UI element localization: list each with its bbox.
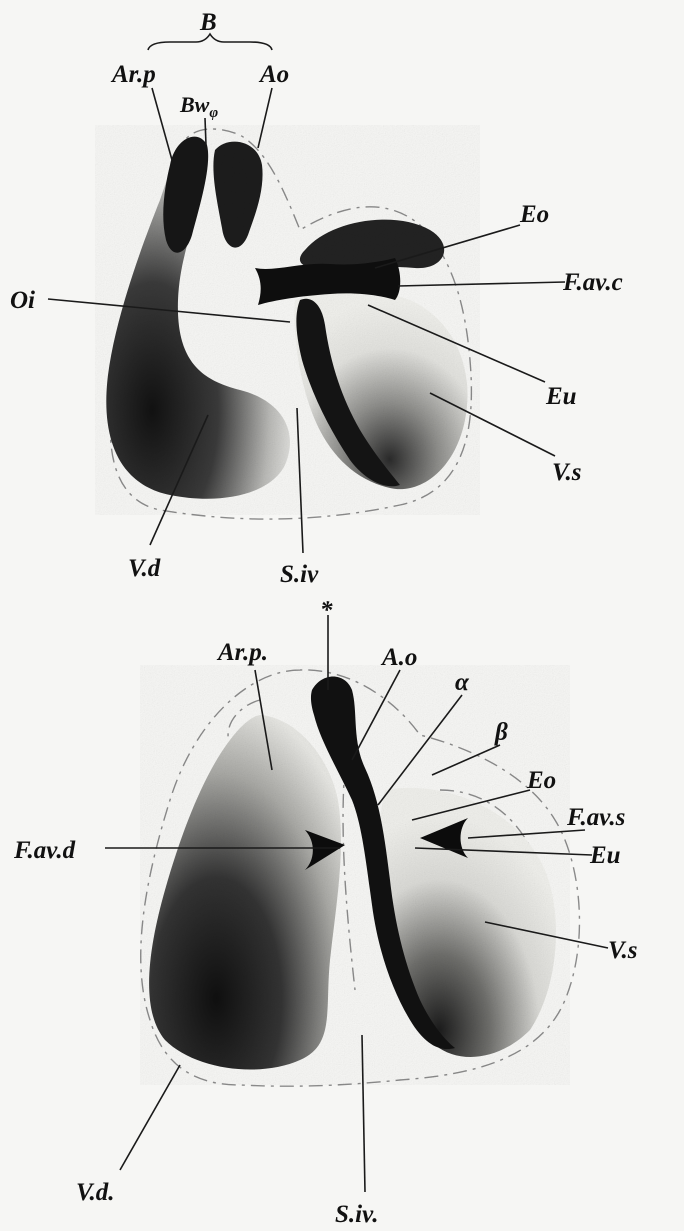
label-bottom-ar-p: Ar.p. bbox=[216, 639, 268, 666]
label-top-ao: Ao bbox=[258, 61, 289, 88]
label-bottom-fav-d: F.av.d bbox=[13, 837, 76, 864]
label-top-eu: Eu bbox=[545, 383, 577, 410]
top-figure: B Ar.p Ao Bwφ Eo F.av.c Oi Eu V.s V.d S.… bbox=[10, 9, 623, 588]
label-top-ar-p: Ar.p bbox=[110, 61, 156, 88]
label-bottom-star: * bbox=[320, 597, 333, 624]
label-bottom-eo: Eo bbox=[526, 767, 556, 794]
label-top-bw-sub: φ bbox=[209, 105, 218, 121]
label-bottom-ao: A.o bbox=[380, 644, 417, 671]
label-bottom-vs: V.s bbox=[608, 937, 637, 964]
leader-top-bw bbox=[205, 118, 206, 145]
label-bottom-alpha: α bbox=[455, 669, 470, 696]
label-bottom-vd: V.d. bbox=[76, 1179, 114, 1206]
label-top-bw-main: Bw bbox=[179, 92, 210, 117]
top-brace-b bbox=[148, 34, 272, 50]
label-bottom-eu: Eu bbox=[589, 842, 621, 869]
top-stipple-texture bbox=[95, 125, 480, 515]
label-top-eo: Eo bbox=[519, 201, 549, 228]
label-top-siv: S.iv bbox=[280, 561, 319, 588]
label-bottom-fav-s: F.av.s bbox=[566, 804, 625, 831]
label-top-fav-c: F.av.c bbox=[562, 269, 623, 296]
label-top-b: B bbox=[199, 9, 217, 36]
label-top-vd: V.d bbox=[128, 555, 161, 582]
label-bottom-siv: S.iv. bbox=[335, 1201, 379, 1228]
label-top-oi: Oi bbox=[10, 287, 35, 314]
bottom-figure: * Ar.p. A.o α β Eo F.av.s F.av.d Eu V.s … bbox=[13, 597, 637, 1228]
label-bottom-beta: β bbox=[494, 719, 508, 746]
label-top-bw: Bwφ bbox=[179, 92, 218, 121]
label-top-vs: V.s bbox=[552, 459, 581, 486]
